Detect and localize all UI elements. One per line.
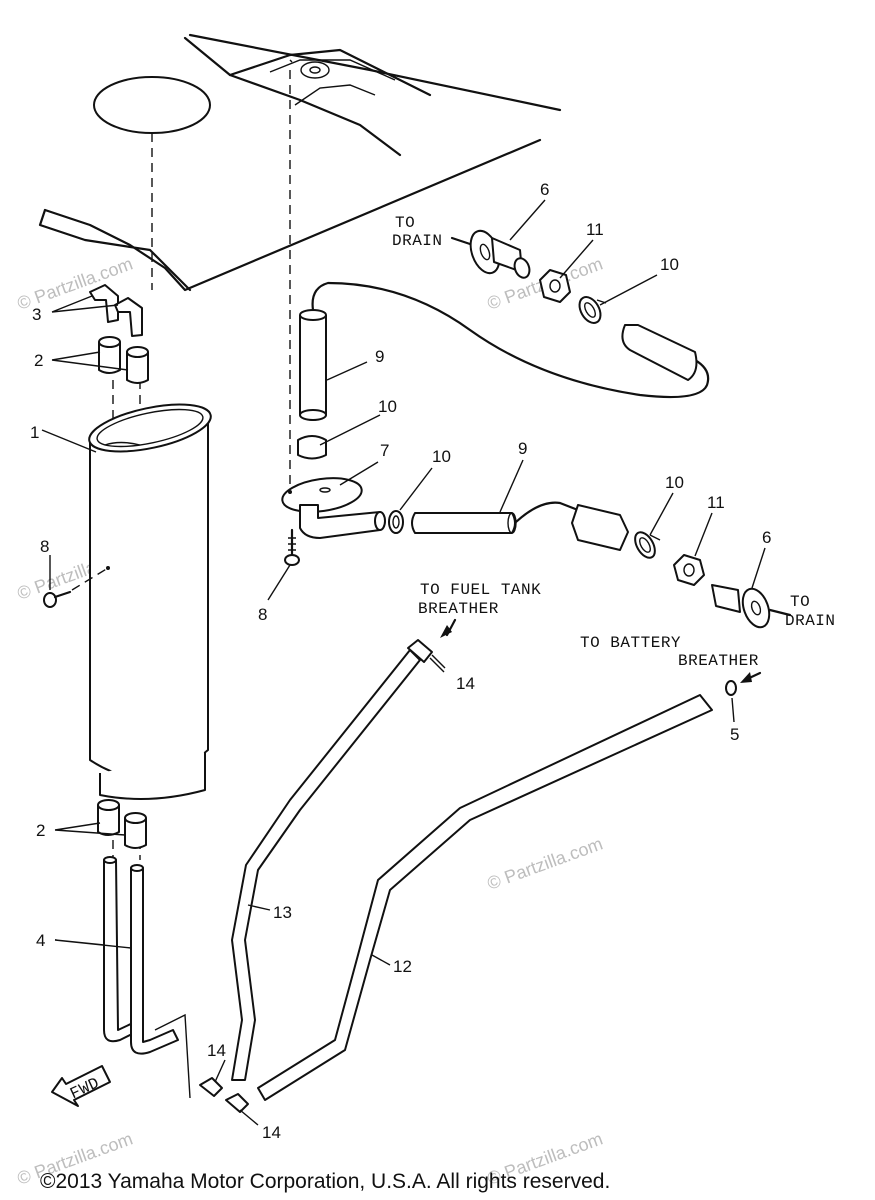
hose-13 — [231, 649, 421, 1081]
callout-11: 11 — [586, 220, 604, 239]
callout-8: 8 — [40, 537, 49, 556]
callout-14: 14 — [207, 1041, 226, 1060]
hull-deck — [38, 33, 562, 292]
watermark: © Partzilla.com — [485, 833, 606, 893]
hose-clamp-10-right — [634, 531, 661, 559]
callout-14: 14 — [262, 1123, 281, 1142]
callout-5: 5 — [730, 725, 739, 744]
hose-clamp-10-middle — [388, 510, 404, 534]
to-battery-line2: BREATHER — [678, 652, 759, 670]
callout-10: 10 — [432, 447, 451, 466]
callout-2: 2 — [34, 351, 43, 370]
callout-10: 10 — [660, 255, 679, 274]
drain-fitting-6-top — [450, 229, 531, 279]
hose-12 — [257, 694, 713, 1101]
to-drain-right-line1: TO — [790, 593, 810, 611]
to-fuel-tank-line2: BREATHER — [418, 600, 499, 618]
callout-1: 1 — [30, 423, 39, 442]
grommet-2-upper — [98, 336, 149, 384]
drain-fitting-7 — [281, 477, 386, 539]
callout-6: 6 — [762, 528, 771, 547]
callout-10: 10 — [378, 397, 397, 416]
note-arrows — [440, 618, 762, 683]
copyright-notice: ©2013 Yamaha Motor Corporation, U.S.A. A… — [40, 1170, 610, 1193]
callout-labels: 1 2 2 3 4 5 6 6 7 8 8 9 9 10 10 10 10 11… — [30, 180, 771, 1142]
grommet-2-lower — [97, 799, 147, 849]
hose-clamp-14-lower — [199, 1077, 249, 1113]
callout-9: 9 — [375, 347, 384, 366]
hose-9-upper — [299, 281, 710, 421]
hose-clamp-14-upper — [407, 639, 446, 669]
hose-9-middle — [411, 501, 629, 551]
callout-4: 4 — [36, 931, 45, 950]
hose-clamp-10-upper — [297, 435, 327, 460]
hose-top-short — [621, 324, 698, 381]
to-drain-right-line2: DRAIN — [785, 612, 836, 630]
nut-11-right — [673, 554, 705, 586]
to-battery-line1: TO BATTERY — [580, 634, 681, 652]
callout-9: 9 — [518, 439, 527, 458]
to-drain-top-line1: TO — [395, 214, 415, 232]
drain-fitting-6-right — [711, 584, 792, 629]
tube-4 — [103, 856, 191, 1099]
callout-14: 14 — [456, 674, 475, 693]
callout-7: 7 — [380, 441, 389, 460]
to-fuel-tank-line1: TO FUEL TANK — [420, 581, 541, 599]
hose-clamp-10-top — [578, 296, 607, 324]
callout-11: 11 — [707, 493, 725, 512]
fwd-arrow: FWD — [51, 1065, 111, 1107]
canister-1 — [88, 403, 212, 800]
screw-8-left — [43, 566, 110, 608]
clamp-5 — [725, 680, 737, 696]
callout-3: 3 — [32, 305, 41, 324]
callout-10: 10 — [665, 473, 684, 492]
nut-11-top — [539, 269, 571, 303]
callout-2: 2 — [36, 821, 45, 840]
callout-6: 6 — [540, 180, 549, 199]
leader-lines — [41, 199, 766, 1126]
routing-notes: TO DRAIN TO DRAIN TO FUEL TANK BREATHER … — [392, 214, 836, 670]
elbow-fitting-3 — [89, 284, 143, 337]
callout-12: 12 — [393, 957, 412, 976]
screw-8-center — [284, 528, 300, 566]
callout-13: 13 — [273, 903, 292, 922]
access-hole — [93, 76, 211, 134]
callout-8: 8 — [258, 605, 267, 624]
to-drain-top-line2: DRAIN — [392, 232, 443, 250]
